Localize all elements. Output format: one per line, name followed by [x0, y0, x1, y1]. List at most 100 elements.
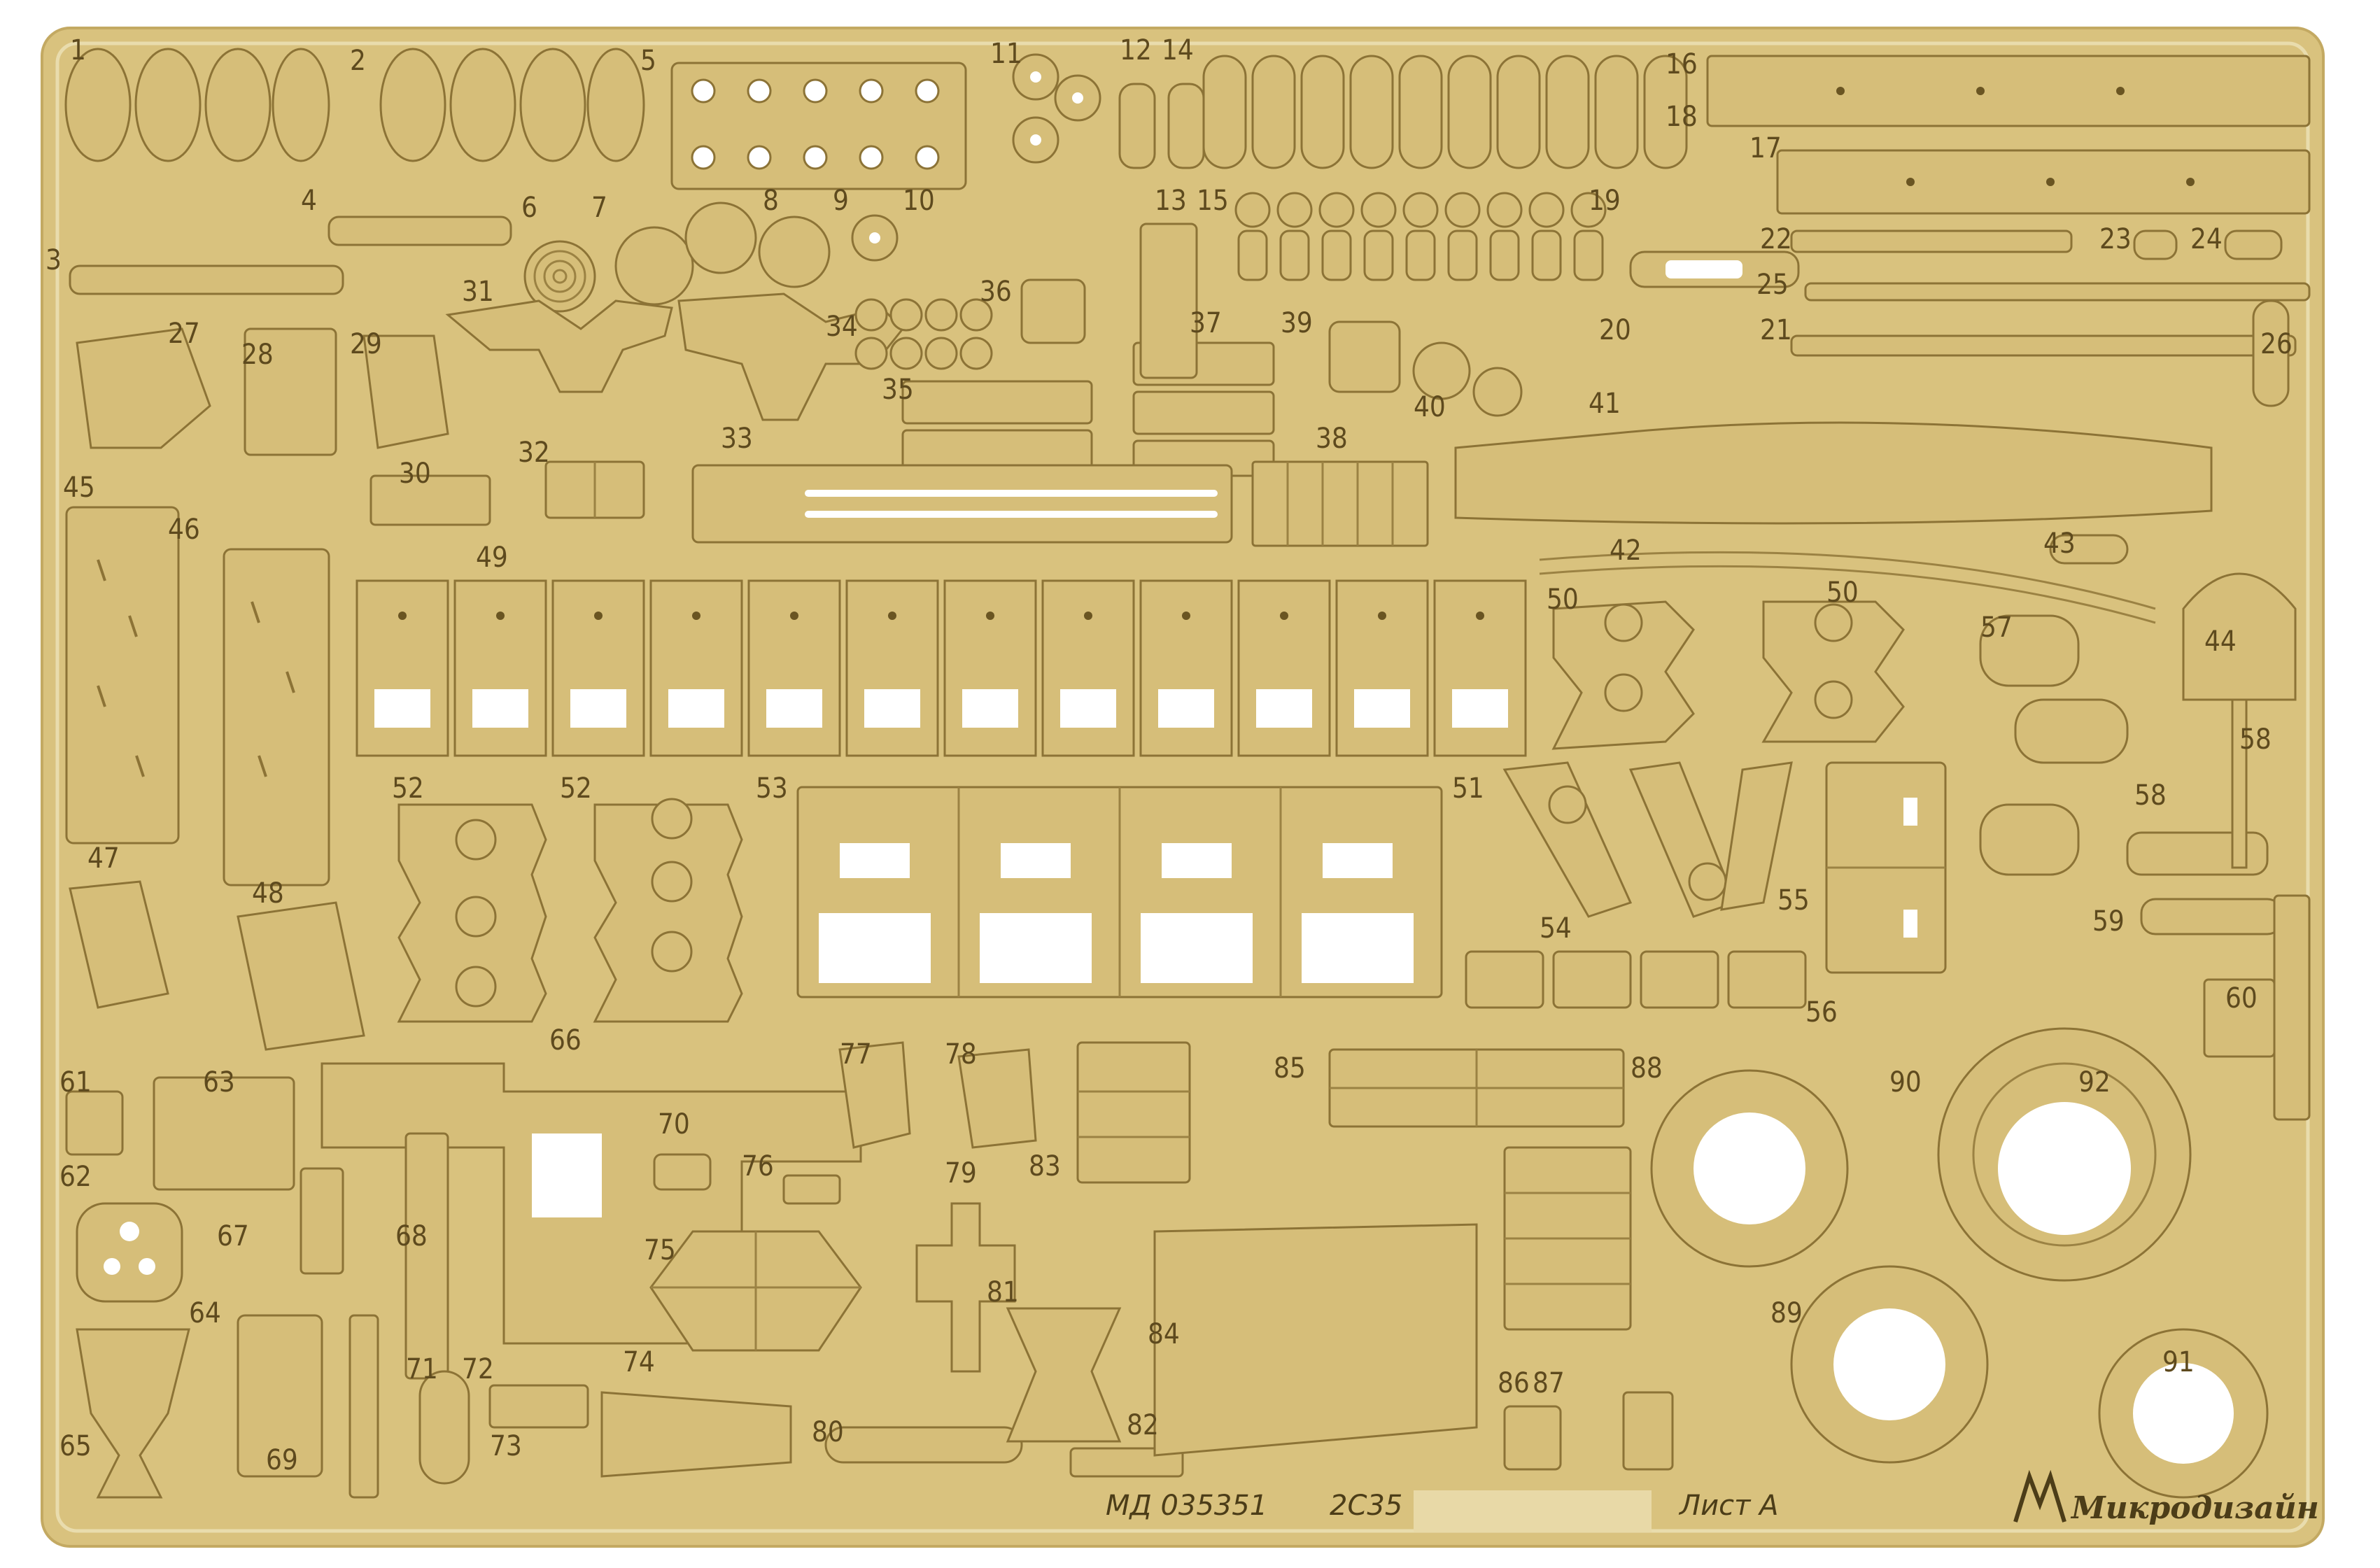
part-number-label: 56: [1805, 996, 1838, 1029]
parts-50-brackets: [1551, 600, 1905, 750]
part-number-label: 10: [903, 185, 935, 217]
footer: МД 035351 2С35 Лист А Микродизайн: [1106, 1469, 2319, 1532]
parts-62-65: [76, 1202, 190, 1499]
brand-logo: Микродизайн: [2013, 1469, 2319, 1526]
parts-41-42-wing: [1454, 421, 2213, 624]
part-36: [1020, 278, 1086, 344]
part-number-label: 42: [1610, 535, 1642, 567]
parts-55-56: [1825, 761, 1947, 974]
part-number-label: 4: [301, 185, 317, 217]
part-number-label: 43: [2043, 528, 2076, 560]
tab-49-window: [374, 689, 430, 728]
part-number-label: 5: [640, 45, 656, 77]
part-number-label: 32: [518, 437, 550, 469]
part-number-label: 26: [2260, 328, 2293, 360]
part-number-label: 36: [980, 276, 1012, 308]
part-number-label: 80: [812, 1416, 844, 1448]
part-number-label: 79: [945, 1157, 977, 1189]
tab-49-window: [1452, 689, 1508, 728]
part-number-label: 55: [1777, 884, 1810, 917]
part-number-label: 82: [1127, 1409, 1159, 1441]
parts-27-30: [76, 327, 491, 526]
part-75-hex: [649, 1230, 862, 1352]
part-44-arch: [2182, 572, 2297, 869]
parts-80-81: [824, 1307, 1122, 1464]
part-number-label: 25: [1756, 269, 1789, 301]
part-number-label: 19: [1589, 185, 1621, 217]
tab-49-window: [668, 689, 724, 728]
part-number-label: 76: [742, 1150, 774, 1182]
part-number-label: 44: [2204, 626, 2237, 658]
part-number-label: 91: [2162, 1346, 2195, 1378]
part-79: [915, 1202, 1016, 1373]
part-number-label: 52: [560, 772, 592, 805]
tab-49: [453, 579, 547, 757]
part-number-label: 87: [1533, 1367, 1565, 1399]
tab-49-window: [1060, 689, 1116, 728]
tab-49-hole: [1182, 612, 1190, 620]
tab-49-hole: [1378, 612, 1386, 620]
tab-49: [1433, 579, 1527, 757]
part-number-label: 8: [763, 185, 779, 217]
part-number-label: 34: [826, 311, 858, 343]
part-number-label: 92: [2078, 1066, 2111, 1099]
parts-31-33-hinges: [445, 292, 905, 421]
part-number-label: 63: [203, 1066, 235, 1099]
part-number-label: 62: [59, 1161, 92, 1193]
sheet-frame-cut: [55, 41, 2310, 1533]
part-number-label: 12: [1120, 34, 1152, 66]
part-number-label: 20: [1599, 314, 1631, 346]
parts-34: [854, 298, 993, 370]
part-number-label: 84: [1148, 1318, 1180, 1350]
part-number-label: 24: [2190, 223, 2223, 255]
part-number-label: 28: [241, 339, 274, 371]
part-number-label: 64: [189, 1297, 221, 1329]
parts-30-32: [544, 460, 645, 519]
tab-49-hole: [1084, 612, 1092, 620]
part-number-label: 52: [392, 772, 424, 805]
footer-blank-panel: [1414, 1490, 1652, 1532]
tab-49: [747, 579, 841, 757]
part-number-label: 85: [1274, 1052, 1306, 1085]
parts-53-frames: [796, 786, 1443, 998]
tab-49-hole: [398, 612, 407, 620]
parts-70-76: [653, 1153, 841, 1205]
part-number-label: 17: [1749, 132, 1782, 164]
brand-name: Микродизайн: [2070, 1490, 2319, 1526]
part-number-label: 72: [462, 1353, 494, 1385]
part-number-label: 46: [168, 514, 200, 546]
parts-23-24-26: [2133, 229, 2290, 407]
tab-49-hole: [692, 612, 700, 620]
tab-49-window: [570, 689, 626, 728]
part-number-label: 90: [1889, 1066, 1922, 1099]
part-number-label: 50: [1826, 577, 1859, 609]
parts-61-63: [65, 1076, 295, 1191]
parts-86-87: [1503, 1391, 1674, 1471]
tab-49: [1041, 579, 1135, 757]
tab-49: [1335, 579, 1429, 757]
part-number-label: 67: [217, 1220, 249, 1252]
parts-38-40: [1251, 320, 1523, 547]
part-number-label: 38: [1316, 423, 1348, 455]
part-number-label: 21: [1760, 314, 1792, 346]
part-number-label: 68: [395, 1220, 428, 1252]
part-number-label: 53: [756, 772, 788, 805]
tab-49-window: [1158, 689, 1214, 728]
part-number-label: 29: [350, 328, 382, 360]
part-number-label: 41: [1589, 388, 1621, 420]
tab-49-window: [864, 689, 920, 728]
rings-89-92: [1650, 1027, 2269, 1499]
part-number-label: 7: [591, 192, 607, 224]
footer-model: 2С35: [1330, 1490, 1402, 1522]
part-number-label: 31: [462, 276, 494, 308]
part-number-label: 86: [1498, 1367, 1530, 1399]
tab-49-hole: [888, 612, 896, 620]
tab-49-hole: [790, 612, 798, 620]
part-number-label: 47: [87, 842, 120, 875]
part-number-label: 3: [45, 244, 62, 276]
part-number-label: 2: [350, 45, 366, 77]
tab-49-hole: [594, 612, 603, 620]
part-number-label: 58: [2134, 779, 2167, 812]
